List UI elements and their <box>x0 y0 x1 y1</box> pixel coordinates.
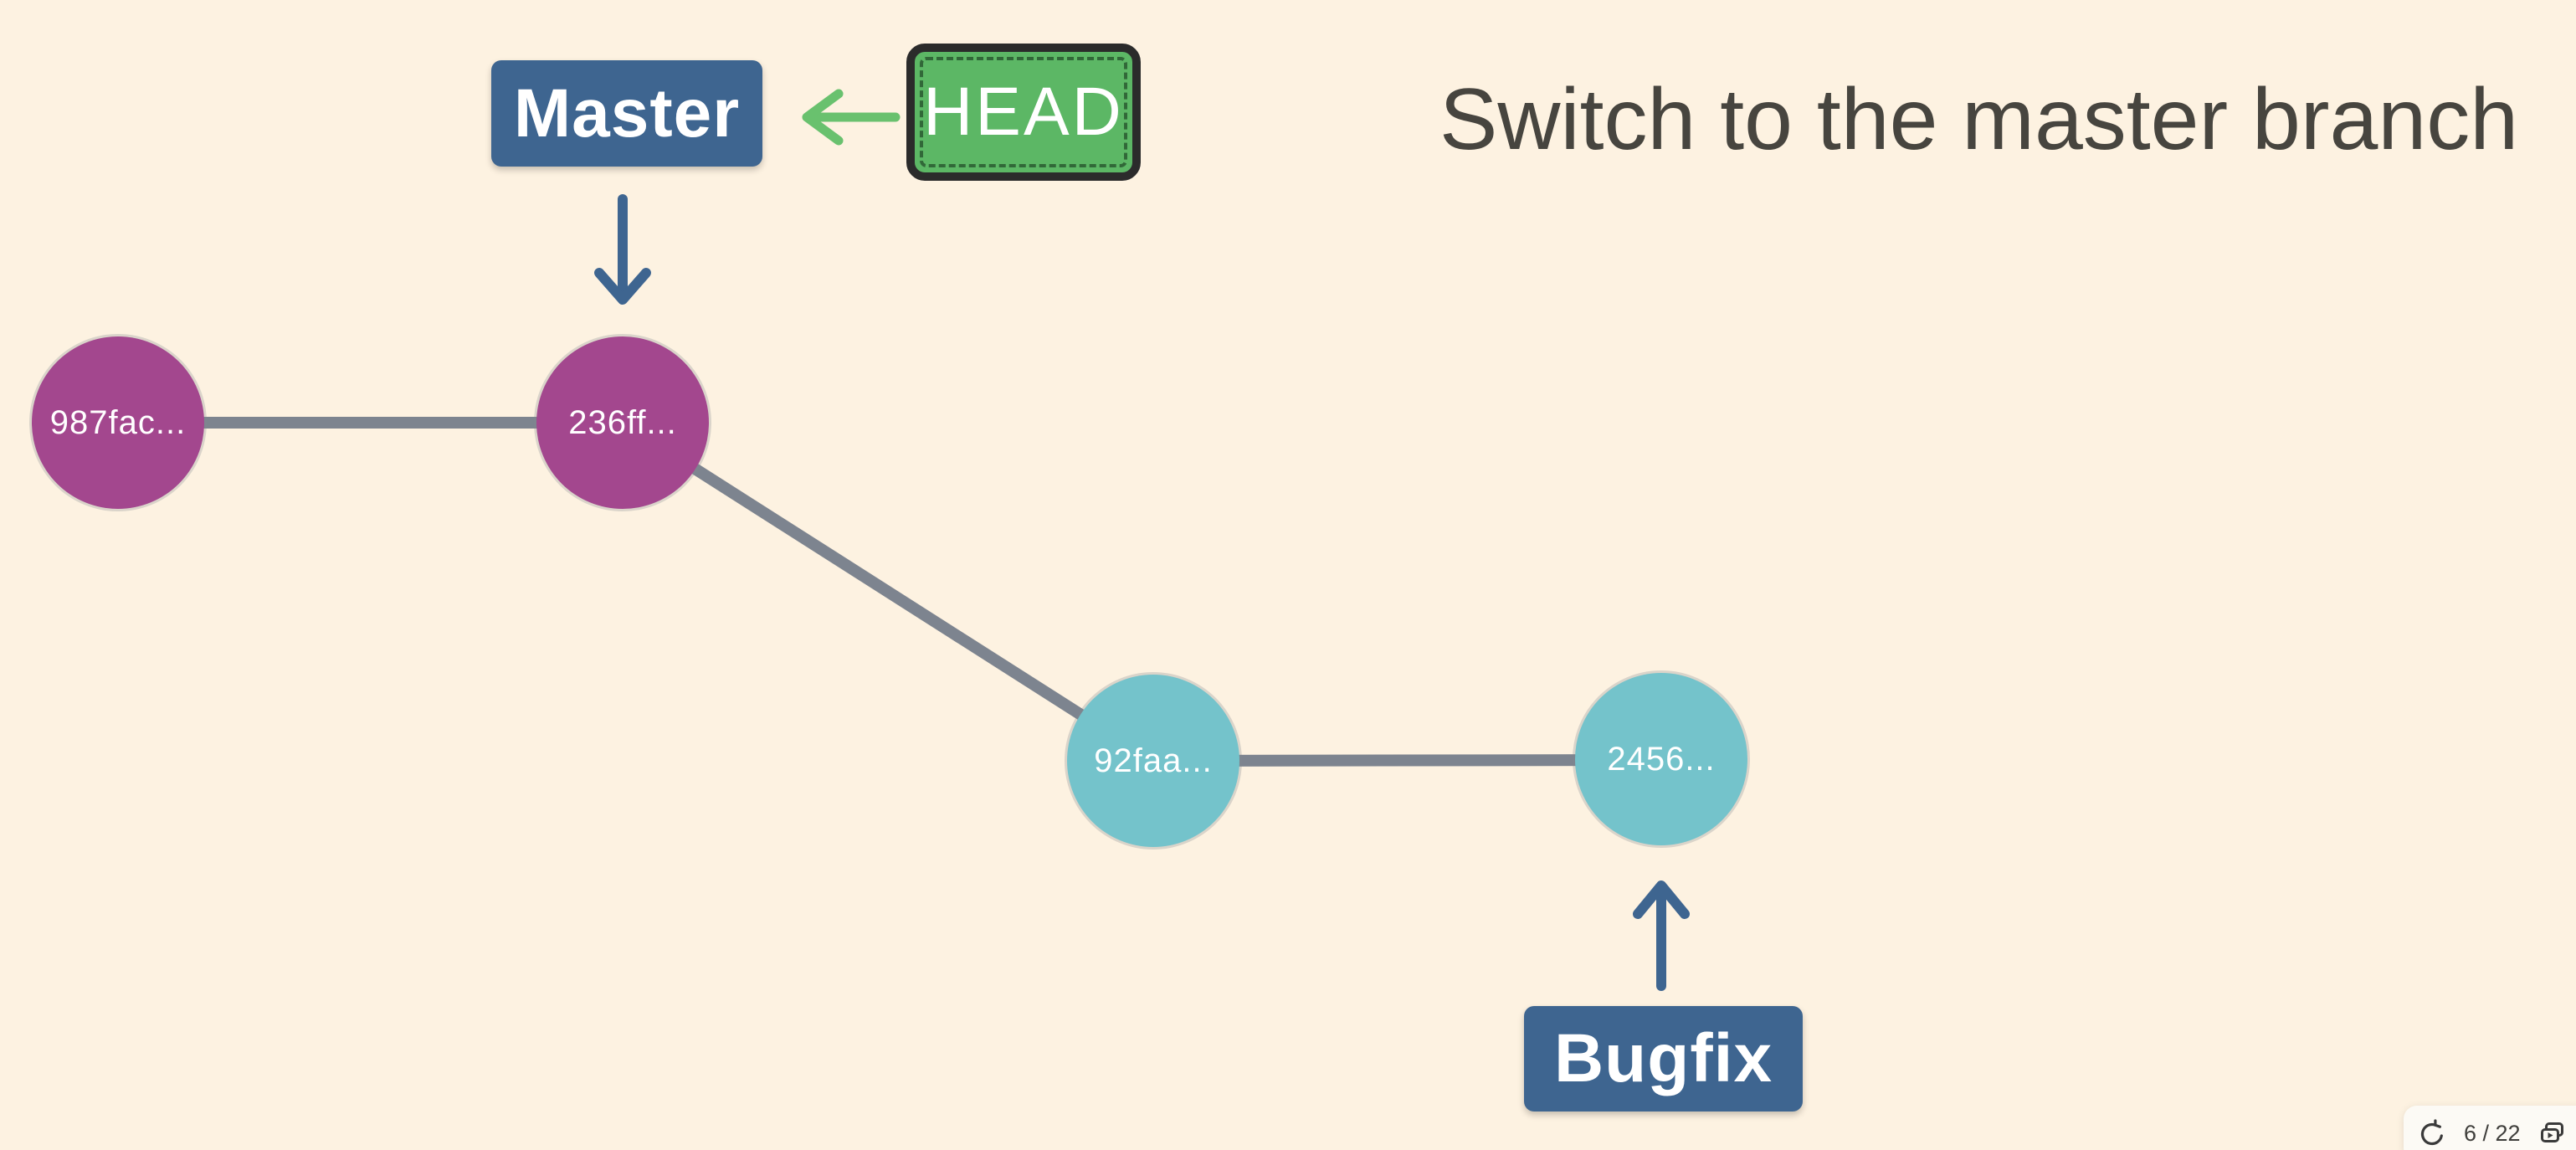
slide-title: Switch to the master branch <box>1439 71 2519 168</box>
master-branch-label: Master <box>491 60 762 167</box>
head-pointer-arrow <box>802 89 901 146</box>
commit-edge <box>619 418 1157 766</box>
head-label-text: HEAD <box>923 74 1124 150</box>
commit-node: 2456... <box>1575 673 1747 845</box>
commit-node: 236ff... <box>536 336 709 509</box>
commit-hash: 92faa... <box>1094 742 1213 779</box>
replay-icon[interactable] <box>2417 1118 2447 1148</box>
commit-hash: 236ff... <box>568 403 677 441</box>
head-label: HEAD <box>906 44 1141 181</box>
bugfix-pointer-arrow <box>1633 880 1690 991</box>
master-branch-label-text: Master <box>513 74 741 151</box>
commit-hash: 987fac... <box>49 403 187 441</box>
master-pointer-arrow <box>594 194 651 305</box>
commit-hash: 2456... <box>1607 740 1716 778</box>
bugfix-branch-label: Bugfix <box>1524 1006 1803 1111</box>
slides-overview-icon[interactable] <box>2538 1118 2568 1148</box>
slide-counter: 6 / 22 <box>2464 1120 2521 1146</box>
commit-node: 987fac... <box>32 336 204 509</box>
player-control-bar: 6 / 22 <box>2404 1106 2576 1150</box>
commit-node: 92faa... <box>1067 675 1239 847</box>
bugfix-branch-label-text: Bugfix <box>1553 1020 1773 1096</box>
